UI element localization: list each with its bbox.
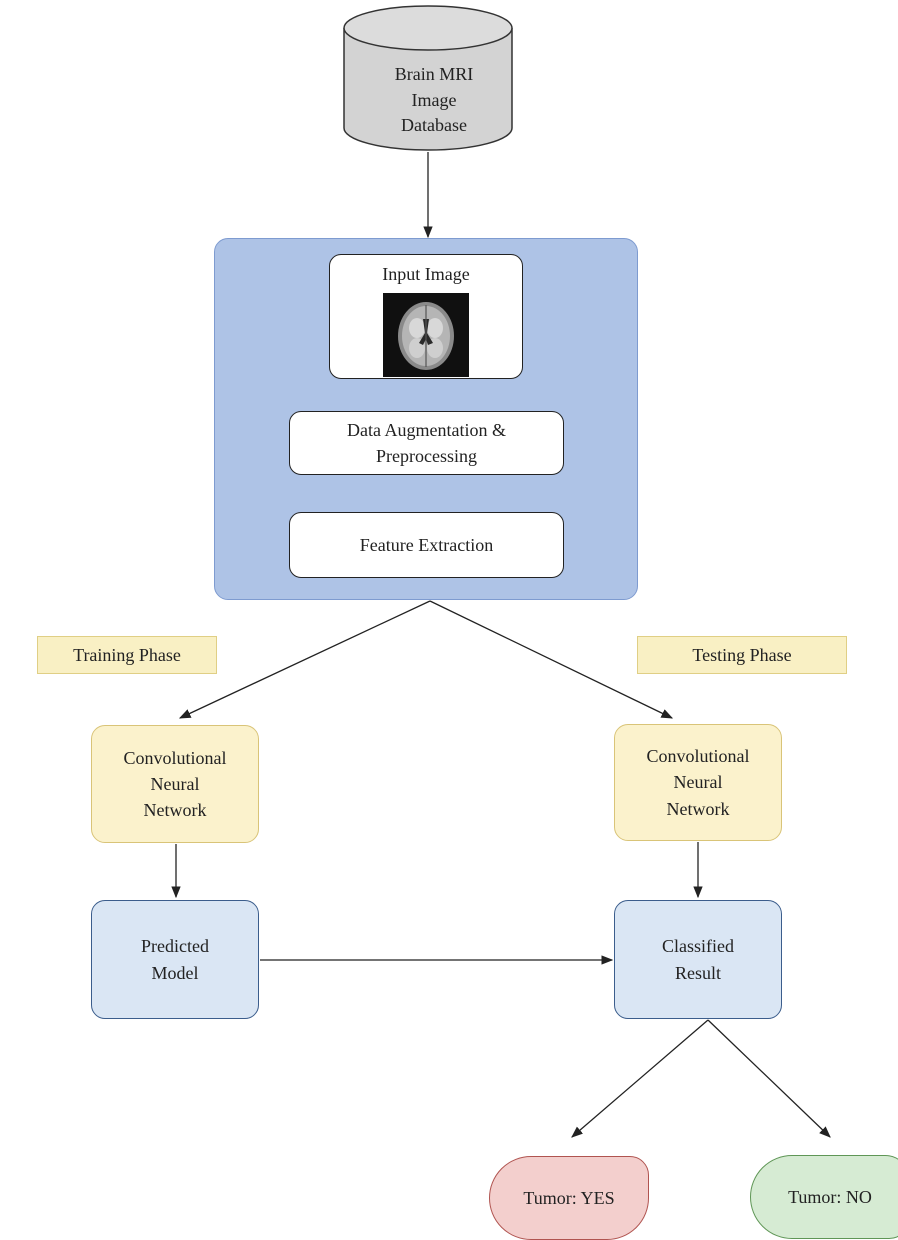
input-image-label: Input Image (382, 264, 470, 284)
predicted-model-label: Predicted Model (141, 936, 209, 983)
augmentation-box: Data Augmentation & Preprocessing (289, 411, 564, 475)
classified-result-box: Classified Result (614, 900, 782, 1019)
augmentation-label: Data Augmentation & Preprocessing (347, 419, 506, 466)
classified-result-label: Classified Result (662, 936, 734, 983)
predicted-model-box: Predicted Model (91, 900, 259, 1019)
arrow-to-tumor-no (707, 1019, 831, 1138)
arrow-to-tumor-yes (571, 1019, 709, 1138)
testing-cnn-label: Convolutional Neural Network (646, 746, 750, 819)
input-image-box: Input Image (329, 254, 523, 379)
testing-phase-label: Testing Phase (637, 636, 847, 674)
arrow-to-testing-cnn (429, 600, 674, 719)
tumor-no-label: Tumor: NO (788, 1186, 872, 1207)
arrow-to-training-cnn (178, 600, 431, 719)
feature-extraction-box: Feature Extraction (289, 512, 564, 578)
training-cnn-label: Convolutional Neural Network (123, 747, 227, 821)
database-label: Brain MRI Image Database (394, 64, 474, 136)
training-cnn-box: Convolutional Neural Network (91, 725, 259, 843)
feature-extraction-label: Feature Extraction (359, 534, 494, 555)
tumor-no-node: Tumor: NO (750, 1155, 898, 1239)
tumor-yes-label: Tumor: YES (523, 1187, 615, 1208)
brain-mri-image (383, 293, 469, 378)
testing-cnn-box: Convolutional Neural Network (614, 724, 782, 841)
tumor-yes-node: Tumor: YES (489, 1156, 649, 1240)
training-phase-label: Training Phase (37, 636, 217, 674)
